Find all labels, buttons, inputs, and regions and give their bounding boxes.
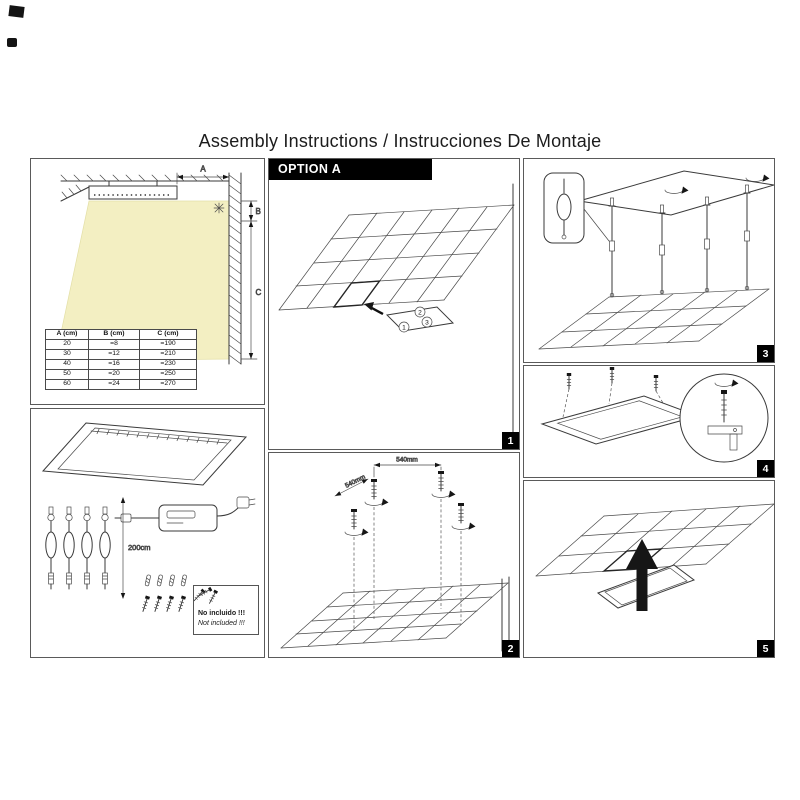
table-row: 50 =20 =250 [45,369,197,380]
grid-opening [332,280,381,308]
scan-artifact [7,38,17,47]
light-rays-icon [213,202,225,214]
power-plug [236,496,250,509]
option-a-header: OPTION A [269,159,432,180]
step-2-badge: 2 [502,640,519,657]
table-row: 20 =8 =190 [45,339,197,350]
led-panel-frame [41,422,248,486]
scan-artifact [8,5,25,18]
step-4-badge: 4 [757,460,774,477]
step-1-badge: 1 [502,432,519,449]
callout-1: 1 [398,321,410,333]
screw-detail-circle [679,373,769,463]
callout-2: 2 [414,306,426,318]
note-line-es: No incluido !!! [198,610,246,617]
distance-table: A (cm) B (cm) C (cm) 20 =8 =190 30 =12 =… [45,329,197,390]
panel-step-5: 5 [523,480,775,658]
wire-detail-callout [543,172,610,244]
step-3-badge: 3 [757,345,774,362]
table-header: A (cm) [45,329,89,340]
rotate-arrow-icon [431,490,456,499]
ceiling-slab [578,170,774,216]
panel-frame [540,395,700,445]
rotate-arrow-icon [364,498,389,507]
ceiling-grid [278,204,515,311]
push-up-arrow-icon [626,539,658,611]
rotate-arrow-icon [745,174,770,183]
frame-screws [562,366,664,418]
ceiling [60,174,230,202]
rotate-arrow-icon [344,528,369,537]
table-row: 60 =24 =270 [45,379,197,390]
panel-light [88,180,178,200]
package-contents-drawing: 200cm [41,422,256,613]
panel-step-1: OPTION A 2 3 1 1 [268,158,520,450]
step1-illustration: 2 3 1 [278,183,515,445]
dim-c: C [240,220,262,360]
note-line-en: Not included !!! [198,620,245,627]
screw-set [140,574,188,613]
dim-200cm-label: 200cm [128,543,151,552]
step4-illustration [540,366,769,463]
ceiling-anchors [344,470,476,631]
step5-illustration [535,503,774,611]
wall-hatch [228,172,242,365]
table-header: C (cm) [139,329,197,340]
table-row: 30 =12 =210 [45,349,197,360]
hanging-wires [608,174,770,298]
panel-step-4: 4 [523,365,775,478]
panel-mounting-distances: A B C A (cm) B (cm) C (cm) 20 =8 =190 [30,158,265,405]
suspension-wires [45,506,111,590]
callout-3: 3 [421,316,433,328]
dim-b-label: B [256,207,261,216]
panel-step-2: 540mm 540mm [268,452,520,658]
dim-540-depth: 540mm [334,473,369,497]
page-title: Assembly Instructions / Instrucciones De… [198,131,602,151]
svg-text:1: 1 [402,324,406,331]
panel-package-contents: 200cm No incluido !!! Not included !!! [30,408,265,658]
insert-arrow-icon [364,302,384,316]
table-row: 40 =16 =230 [45,359,197,370]
svg-text:2: 2 [418,309,422,316]
dim-540-width-label: 540mm [396,457,418,464]
panel-step-3: 3 [523,158,775,363]
dim-c-label: C [256,288,262,297]
dim-b: B [240,200,261,222]
step-5-badge: 5 [757,640,774,657]
ceiling-grid [280,576,510,652]
dim-200cm: 200cm [120,497,151,599]
screws-icon [192,586,219,605]
table-header-row: A (cm) B (cm) C (cm) [45,329,197,340]
step2-illustration: 540mm 540mm [280,456,510,652]
dim-540-width: 540mm [373,456,442,478]
step3-illustration [538,170,774,350]
table-header: B (cm) [88,329,140,340]
grid-opening [601,548,664,572]
mounting-distance-diagram: A B C [54,164,262,365]
dim-a: A [176,164,230,185]
led-driver [114,496,256,532]
not-included-note: No incluido !!! Not included !!! [192,585,259,635]
ceiling-grid [538,288,770,350]
dim-a-label: A [200,165,206,174]
svg-text:3: 3 [425,319,429,326]
rotate-arrow-icon [451,522,476,531]
led-strip [96,428,220,445]
